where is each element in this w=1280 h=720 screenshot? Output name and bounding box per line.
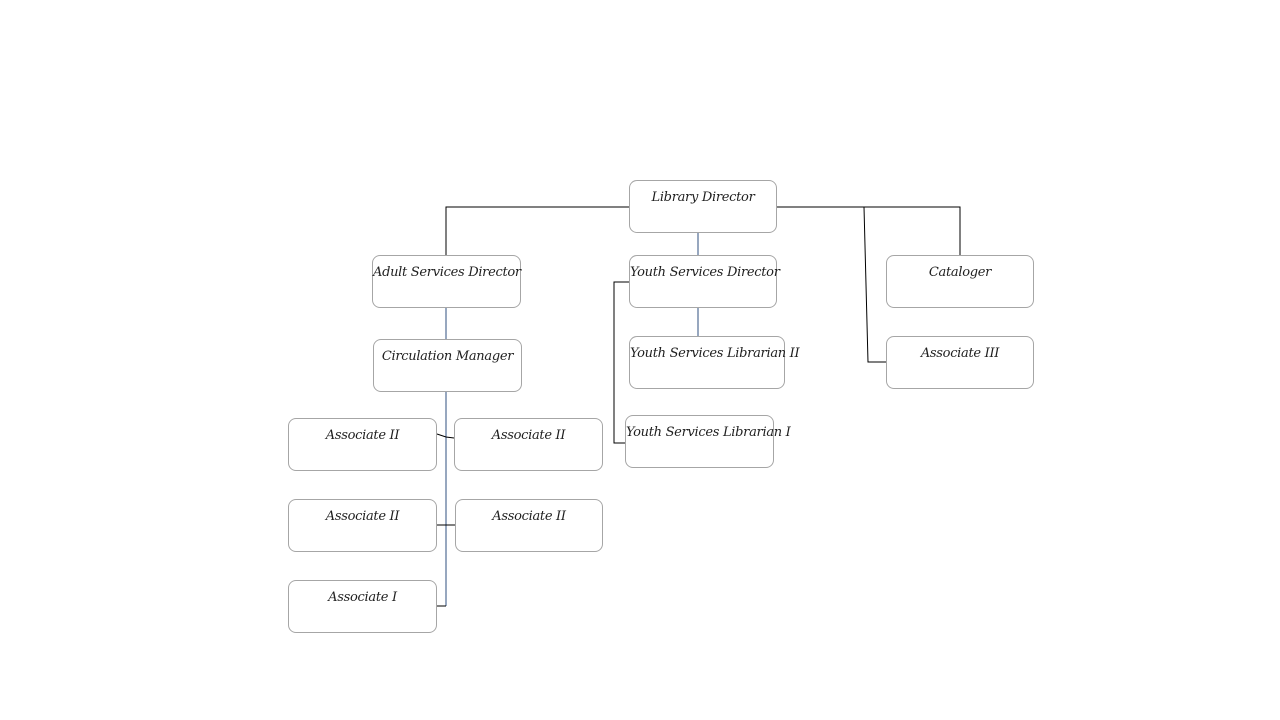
node-youth-services-librarian-1: Youth Services Librarian I [625, 415, 791, 468]
connector-director-associate3 [863, 206, 886, 363]
node-cataloger: Cataloger [886, 255, 1034, 308]
connector-director-cataloger [777, 206, 961, 255]
node-adult-services-director: Adult Services Director [372, 255, 521, 308]
node-youth-services-director: Youth Services Director [629, 255, 780, 308]
node-circulation-manager: Circulation Manager [373, 339, 522, 392]
node-associate-2: Associate II [288, 418, 437, 471]
node-associate-3: Associate III [886, 336, 1034, 389]
connector-associate2-a [436, 433, 455, 439]
connector-youth-ysl1 [613, 281, 629, 444]
node-associate-1: Associate I [288, 580, 437, 633]
node-youth-services-librarian-2: Youth Services Librarian II [629, 336, 800, 389]
node-associate-2: Associate II [288, 499, 437, 552]
node-associate-2: Associate II [455, 499, 603, 552]
node-library-director: Library Director [629, 180, 777, 233]
node-associate-2: Associate II [454, 418, 603, 471]
connector-director-adult [445, 206, 629, 255]
